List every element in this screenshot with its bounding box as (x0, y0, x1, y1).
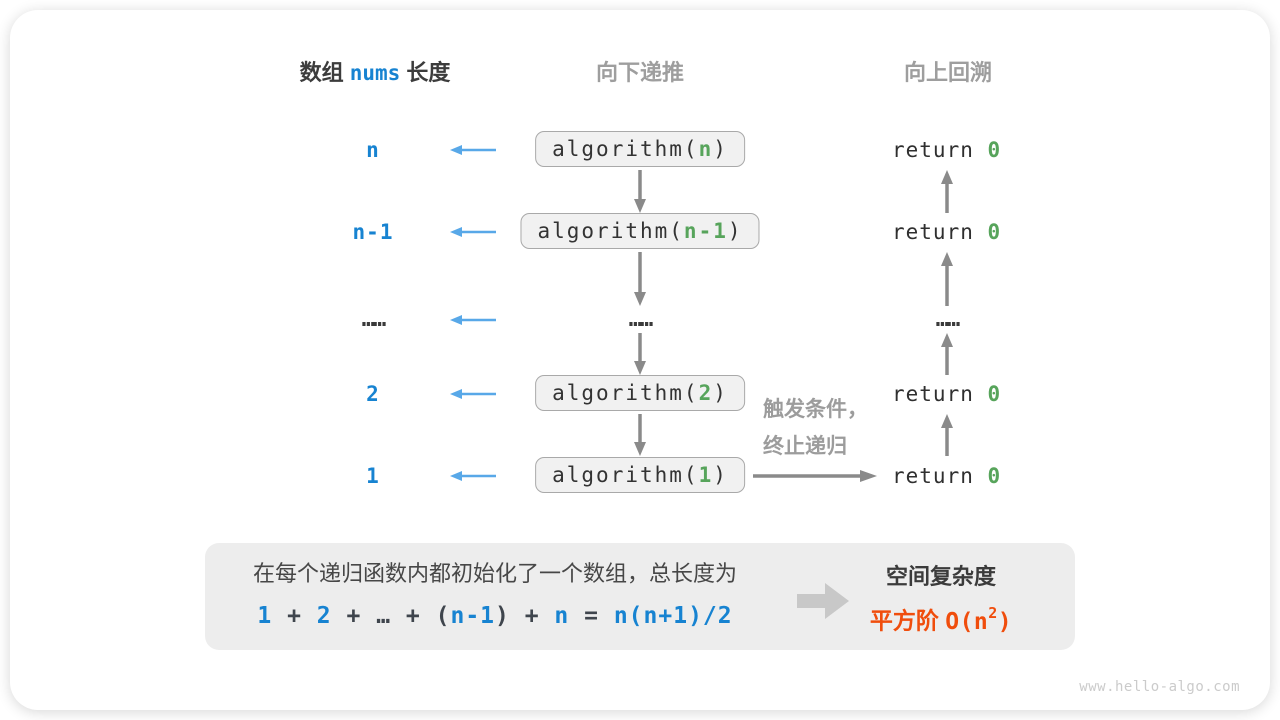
header-nums-code: nums (349, 61, 401, 85)
summary-panel (205, 543, 1075, 650)
left-arrow-icon (450, 389, 496, 399)
call-text: algorithm( (552, 137, 699, 161)
call-text: algorithm( (537, 219, 684, 243)
right-arrow-icon (753, 470, 877, 482)
formula-operator: + (509, 603, 555, 629)
termination-note-line1: 触发条件， (763, 398, 868, 421)
call-text: ) (727, 219, 743, 243)
big-o-pre: O(n (945, 608, 989, 635)
left-arrow-icon (450, 471, 496, 481)
up-arrow-icon (941, 252, 953, 306)
formula-operator: + (331, 603, 377, 629)
formula-paren: ( (435, 603, 451, 629)
call-text: ) (713, 381, 728, 405)
formula-operand: n-1 (450, 603, 496, 629)
up-arrow-icon (941, 333, 953, 375)
big-o-post: ) (997, 608, 1013, 635)
call-text: algorithm( (552, 381, 699, 405)
return-statement: return 0 (892, 218, 1001, 246)
site-watermark: www.hello-algo.com (1079, 679, 1240, 695)
length-label-dots: …… (361, 307, 387, 332)
header-array-length: 数组 nums 长度 (250, 58, 500, 88)
return-keyword: return (892, 138, 988, 162)
space-complexity-title: 空间复杂度 (885, 564, 996, 589)
formula-paren: ) (495, 603, 510, 629)
middle-dots: …… (628, 307, 654, 332)
summary-text: 在每个递归函数内都初始化了一个数组，总长度为 (252, 561, 737, 586)
up-arrow-icon (941, 414, 953, 456)
header-array-length-post: 长度 (400, 60, 451, 85)
length-label-n-1: n-1 (352, 220, 394, 244)
summary-formula: 1 + 2 + … + (n-1) + n = n(n+1)/2 (225, 600, 765, 632)
call-arg: 2 (698, 381, 714, 405)
down-arrow-icon (634, 252, 646, 306)
down-arrow-icon (634, 414, 646, 456)
header-array-length-pre: 数组 (299, 60, 350, 85)
call-arg: n (698, 137, 714, 161)
up-arrow-icon (941, 170, 953, 213)
space-complexity-value: 平方阶 O(n2) (848, 599, 1034, 638)
return-value: 0 (987, 464, 1002, 488)
formula-operator: + (391, 603, 436, 629)
left-arrow-icon (450, 145, 496, 155)
header-recurse-down: 向下递推 (595, 60, 684, 85)
call-arg: 1 (698, 463, 714, 487)
call-box-n-1: algorithm(n-1) (520, 213, 760, 249)
return-statement: return 0 (892, 136, 1001, 164)
call-box-n: algorithm(n) (535, 131, 745, 167)
formula-result: n(n+1)/2 (613, 603, 733, 629)
header-backtrack-up: 向上回溯 (903, 60, 992, 85)
formula-operand: n (554, 603, 570, 629)
big-o-notation: O(n2) (945, 604, 1013, 635)
call-arg: n-1 (683, 219, 728, 243)
call-box-1: algorithm(1) (535, 457, 745, 493)
call-text: ) (713, 137, 728, 161)
return-value: 0 (987, 220, 1002, 244)
return-value: 0 (987, 382, 1002, 406)
call-text: ) (713, 463, 728, 487)
call-text: algorithm( (552, 463, 699, 487)
formula-operator: + (272, 603, 317, 629)
length-label-n: n (366, 138, 380, 162)
return-statement: return 0 (892, 380, 1001, 408)
termination-note: 触发条件， 终止递归 (763, 391, 893, 465)
return-keyword: return (892, 464, 988, 488)
return-keyword: return (892, 220, 988, 244)
length-label-1: 1 (366, 464, 380, 488)
big-o-exponent: 2 (988, 604, 998, 622)
return-statement: return 0 (892, 462, 1001, 490)
complexity-order-label: 平方阶 (869, 607, 946, 634)
left-arrow-icon (450, 227, 496, 237)
formula-operand: 2 (316, 603, 332, 629)
return-value: 0 (987, 138, 1002, 162)
formula-equals: = (569, 603, 614, 629)
big-right-arrow-icon (797, 583, 849, 619)
down-arrow-icon (634, 333, 646, 375)
right-dots: …… (935, 307, 961, 332)
termination-note-line2: 终止递归 (763, 435, 847, 458)
down-arrow-icon (634, 170, 646, 213)
return-keyword: return (892, 382, 988, 406)
formula-operand: 1 (257, 603, 273, 629)
call-box-2: algorithm(2) (535, 375, 745, 411)
formula-ellipsis: … (376, 603, 392, 629)
left-arrow-icon (450, 315, 496, 325)
length-label-2: 2 (366, 382, 380, 406)
